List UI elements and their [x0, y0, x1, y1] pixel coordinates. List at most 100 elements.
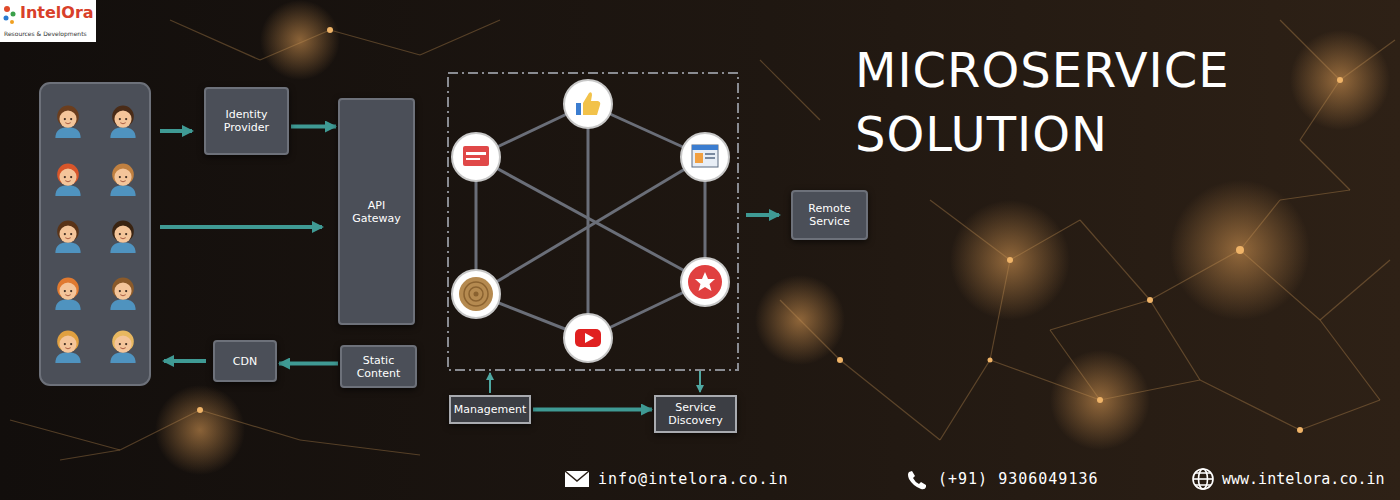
logo-dot	[10, 20, 14, 24]
service-circle	[564, 314, 612, 362]
glow	[1170, 180, 1310, 320]
process-box: CDN	[213, 340, 277, 382]
net-line	[1050, 300, 1150, 330]
service-browser	[452, 133, 500, 181]
process-box: API Gateway	[338, 98, 415, 325]
thin-arrows	[490, 371, 700, 393]
icon-part	[575, 329, 601, 347]
user-avatar	[110, 331, 135, 363]
net-line	[10, 420, 120, 450]
flow-connector	[291, 125, 336, 129]
services-boundary	[448, 73, 738, 370]
box-label: Identity Provider	[212, 108, 281, 134]
service-circle	[681, 258, 729, 306]
service-icons	[452, 80, 729, 362]
net-dot	[197, 407, 203, 413]
glow	[950, 200, 1070, 320]
net-line	[780, 300, 840, 360]
box-label: Management	[454, 403, 526, 416]
icon-part	[466, 152, 486, 155]
user-avatar	[55, 164, 80, 196]
net-line	[120, 410, 200, 450]
net-line	[1300, 80, 1340, 140]
mesh-line	[587, 104, 590, 338]
contact-text: info@intelora.co.in	[598, 470, 789, 489]
net-line	[330, 30, 420, 55]
net-line	[1280, 190, 1350, 200]
net-line	[1300, 400, 1380, 430]
phone-icon	[908, 471, 926, 489]
service-wood	[452, 270, 500, 318]
glow	[755, 275, 845, 365]
process-box: Management	[449, 395, 531, 424]
net-dot	[1236, 246, 1244, 254]
logo	[0, 0, 96, 42]
mail-icon	[565, 471, 589, 487]
net-line	[990, 260, 1010, 360]
net-line	[1320, 260, 1390, 320]
icon-part	[474, 292, 479, 297]
net-line	[1100, 380, 1200, 400]
icon-part	[705, 153, 715, 155]
icon-part	[576, 103, 581, 115]
net-line	[200, 410, 300, 440]
flow-arrows	[160, 131, 779, 361]
globe-equator	[1193, 478, 1213, 480]
icon-part	[463, 146, 489, 166]
thin-arrow	[489, 373, 491, 393]
box-label: Static Content	[348, 354, 409, 380]
flow-arrow	[160, 129, 192, 133]
user-avatar	[55, 106, 80, 138]
net-line	[300, 440, 420, 455]
icon-part	[688, 265, 722, 299]
service-circle	[681, 133, 729, 181]
net-dot	[1297, 427, 1303, 433]
service-circle	[452, 133, 500, 181]
glow	[155, 385, 245, 475]
diagram-title: MICROSERVICE SOLUTION	[855, 38, 1375, 166]
icon-part	[464, 282, 488, 306]
net-dot	[327, 27, 333, 33]
logo-dot	[4, 6, 10, 12]
thin-arrow	[699, 371, 701, 392]
box-label: API Gateway	[346, 199, 407, 225]
logo-box	[0, 0, 96, 42]
process-box: Service Discovery	[654, 395, 737, 433]
icon-part	[585, 333, 594, 343]
flow-connector	[279, 362, 338, 366]
footer-icons	[565, 469, 1213, 489]
icon-part	[705, 157, 715, 159]
glow	[1050, 350, 1150, 450]
glow	[260, 0, 340, 80]
process-box: Identity Provider	[204, 87, 289, 155]
net-dot	[1097, 397, 1103, 403]
glow-spots	[155, 0, 1390, 475]
net-dot	[1007, 257, 1013, 263]
mail-body	[565, 471, 589, 487]
box-label: CDN	[233, 355, 257, 368]
net-line	[1340, 40, 1395, 80]
net-line	[60, 450, 120, 460]
users-panel	[40, 83, 150, 385]
user-avatar	[55, 221, 80, 253]
net-dot	[988, 358, 993, 363]
user-avatar	[55, 331, 80, 363]
net-line	[1240, 250, 1320, 320]
net-dot	[1147, 297, 1153, 303]
icon-part	[466, 158, 480, 160]
service-video	[564, 314, 612, 362]
service-mesh	[476, 104, 705, 338]
net-line	[990, 360, 1100, 400]
net-line	[840, 360, 940, 440]
mesh-line	[476, 157, 705, 294]
net-line	[1150, 250, 1240, 300]
globe-parallels	[1195, 473, 1211, 485]
net-line	[1200, 380, 1300, 430]
service-window	[681, 133, 729, 181]
icon-part	[695, 153, 703, 163]
service-circle	[452, 270, 500, 318]
box-label: Remote Service	[799, 202, 860, 228]
network-lines	[10, 20, 1395, 460]
net-line	[170, 20, 260, 60]
